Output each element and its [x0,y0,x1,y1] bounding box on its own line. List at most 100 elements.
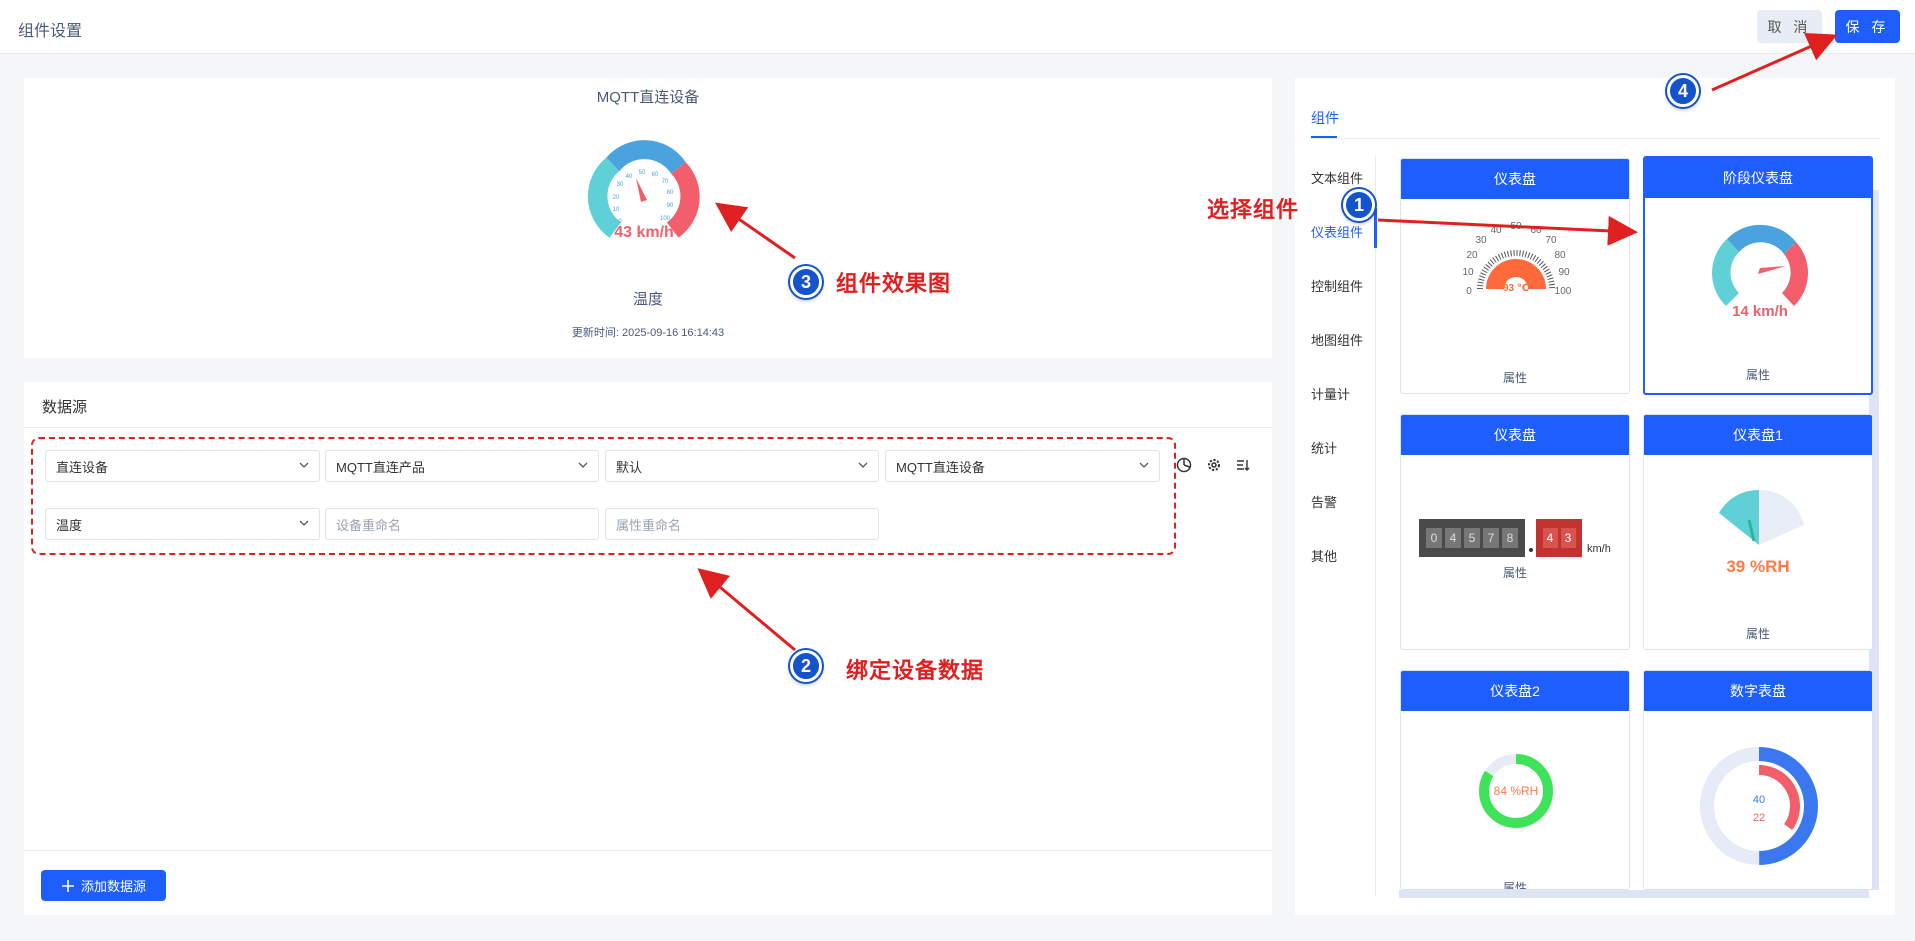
counter-unit: km/h [1587,543,1611,555]
property-select[interactable]: 温度 [45,508,320,540]
component-card-gauge[interactable]: 仪表盘 0 10 20 30 40 50 60 70 80 90 100 93 … [1400,158,1630,394]
counter-decimals: 4 3 [1536,519,1582,557]
card-gauge-preview: 0 10 20 30 40 50 60 70 80 90 100 93 ℃ [1462,221,1572,297]
datasource-title: 数据源 [42,399,88,416]
component-card-gauge2[interactable]: 仪表盘2 84 %RH 属性 [1400,670,1630,890]
card-title: 仪表盘 [1401,415,1629,455]
tick-80: 80 [667,190,674,196]
save-button[interactable]: 保 存 [1835,10,1900,43]
tick-90: 90 [667,203,674,209]
card-dial-outer-value: 40 [1753,794,1765,806]
card-tick-80: 80 [1554,250,1566,261]
card-gauge2-value: 84 %RH [1494,784,1539,798]
product-select[interactable]: MQTT直连产品 [325,450,599,482]
counter-digit: 5 [1464,528,1480,548]
preview-property-label: 温度 [632,291,663,308]
card-dial-inner-value: 22 [1753,812,1765,824]
card-tick-60: 60 [1530,225,1542,236]
category-gauge[interactable]: 仪表组件 [1311,225,1364,240]
card-tick-100: 100 [1555,286,1572,297]
category-active-indicator [1374,208,1377,248]
category-map[interactable]: 地图组件 [1311,333,1364,348]
component-card-counter[interactable]: 仪表盘 0 4 5 7 8 4 3 km/h 属性 [1400,414,1630,650]
tick-10: 10 [613,207,620,213]
property-rename-input[interactable]: 属性重命名 [605,508,879,540]
counter-dot [1529,548,1533,552]
tick-70: 70 [662,179,669,185]
card-tick-10: 10 [1462,267,1474,278]
group-value: 默认 [616,459,643,475]
preview-gauge: 0 10 20 30 40 50 60 70 80 90 100 43 km/h [587,140,700,241]
device-type-value: 直连设备 [56,459,109,475]
card-tick-0: 0 [1466,286,1472,297]
card-title: 仪表盘 [1401,159,1629,199]
preview-panel: MQTT直连设备 0 10 20 30 40 50 60 70 80 90 10… [24,78,1272,358]
category-other[interactable]: 其他 [1311,549,1338,564]
category-text[interactable]: 文本组件 [1311,171,1364,186]
product-value: MQTT直连产品 [336,459,425,475]
card-foot: 属性 [1745,368,1770,382]
preview-gauge-value: 43 km/h [614,224,674,241]
gauge-needle [636,178,647,202]
component-panel: 组件 文本组件 仪表组件 控制组件 地图组件 计量计 统计 告警 其他 仪表盘 … [1295,78,1895,915]
plus-icon [61,879,74,892]
top-bar: 组件设置 取 消 保 存 [0,0,1915,54]
card-digital-dial-preview: 40 22 [1700,747,1818,865]
card-gauge1-value: 39 %RH [1726,557,1790,576]
tick-50: 50 [639,170,646,176]
preview-device-title: MQTT直连设备 [596,89,700,106]
card-title: 数字表盘 [1644,671,1872,711]
card-gauge-value: 93 ℃ [1503,283,1529,294]
component-card-stage-gauge[interactable]: 阶段仪表盘 14 km/h 属性 [1643,156,1873,395]
preview-update-time: 更新时间: 2025-09-16 16:14:43 [571,327,725,339]
card-tick-30: 30 [1475,235,1487,246]
vertical-scrollbar[interactable] [1869,190,1879,890]
annotation-text-2: 绑定设备数据 [846,659,985,684]
gear-icon[interactable] [1205,456,1223,474]
chevron-down-icon [578,462,588,468]
tick-60: 60 [652,172,659,178]
tick-30: 30 [617,182,624,188]
tab-components[interactable]: 组件 [1311,110,1339,126]
device-type-select[interactable]: 直连设备 [45,450,320,482]
card-foot: 属性 [1502,371,1527,385]
counter-decimal: 3 [1560,528,1576,548]
card-stage-gauge-preview: 14 km/h [1712,224,1808,320]
card-tick-70: 70 [1545,235,1557,246]
horizontal-scrollbar[interactable] [1399,890,1869,898]
chevron-down-icon [858,462,868,468]
annotation-badge-3: 3 [790,266,822,298]
annotation-badge-4: 4 [1667,75,1699,107]
card-tick-40: 40 [1490,225,1502,236]
annotation-text-3: 组件效果图 [836,272,952,297]
category-alarm[interactable]: 告警 [1311,495,1338,510]
card-tick-20: 20 [1466,250,1478,261]
add-datasource-button[interactable]: 添加数据源 [41,870,166,901]
counter-decimal: 4 [1542,528,1558,548]
device-value: MQTT直连设备 [896,459,985,475]
add-datasource-label: 添加数据源 [80,879,146,894]
datasource-highlight-box [31,437,1176,555]
card-foot: 属性 [1745,627,1770,641]
tick-100: 100 [660,216,671,222]
component-card-gauge1[interactable]: 仪表盘1 39 %RH 属性 [1643,414,1873,650]
tab-divider [1311,138,1881,139]
category-statistics[interactable]: 统计 [1311,441,1338,456]
category-control[interactable]: 控制组件 [1311,279,1364,294]
sort-icon[interactable] [1234,456,1252,474]
card-tick-90: 90 [1558,267,1570,278]
device-rename-input[interactable]: 设备重命名 [325,508,599,540]
card-foot: 属性 [1502,566,1527,580]
chevron-down-icon [299,520,309,526]
tick-40: 40 [626,174,633,180]
component-card-digital-dial[interactable]: 数字表盘 40 22 [1643,670,1873,890]
counter-digit: 0 [1426,528,1442,548]
tab-active-indicator [1311,136,1337,138]
group-select[interactable]: 默认 [605,450,879,482]
category-divider [1375,156,1376,896]
chart-pie-icon[interactable] [1175,456,1193,474]
category-meter[interactable]: 计量计 [1311,387,1351,402]
card-title: 仪表盘2 [1401,671,1629,711]
device-select[interactable]: MQTT直连设备 [885,450,1160,482]
counter-digit: 8 [1502,528,1518,548]
